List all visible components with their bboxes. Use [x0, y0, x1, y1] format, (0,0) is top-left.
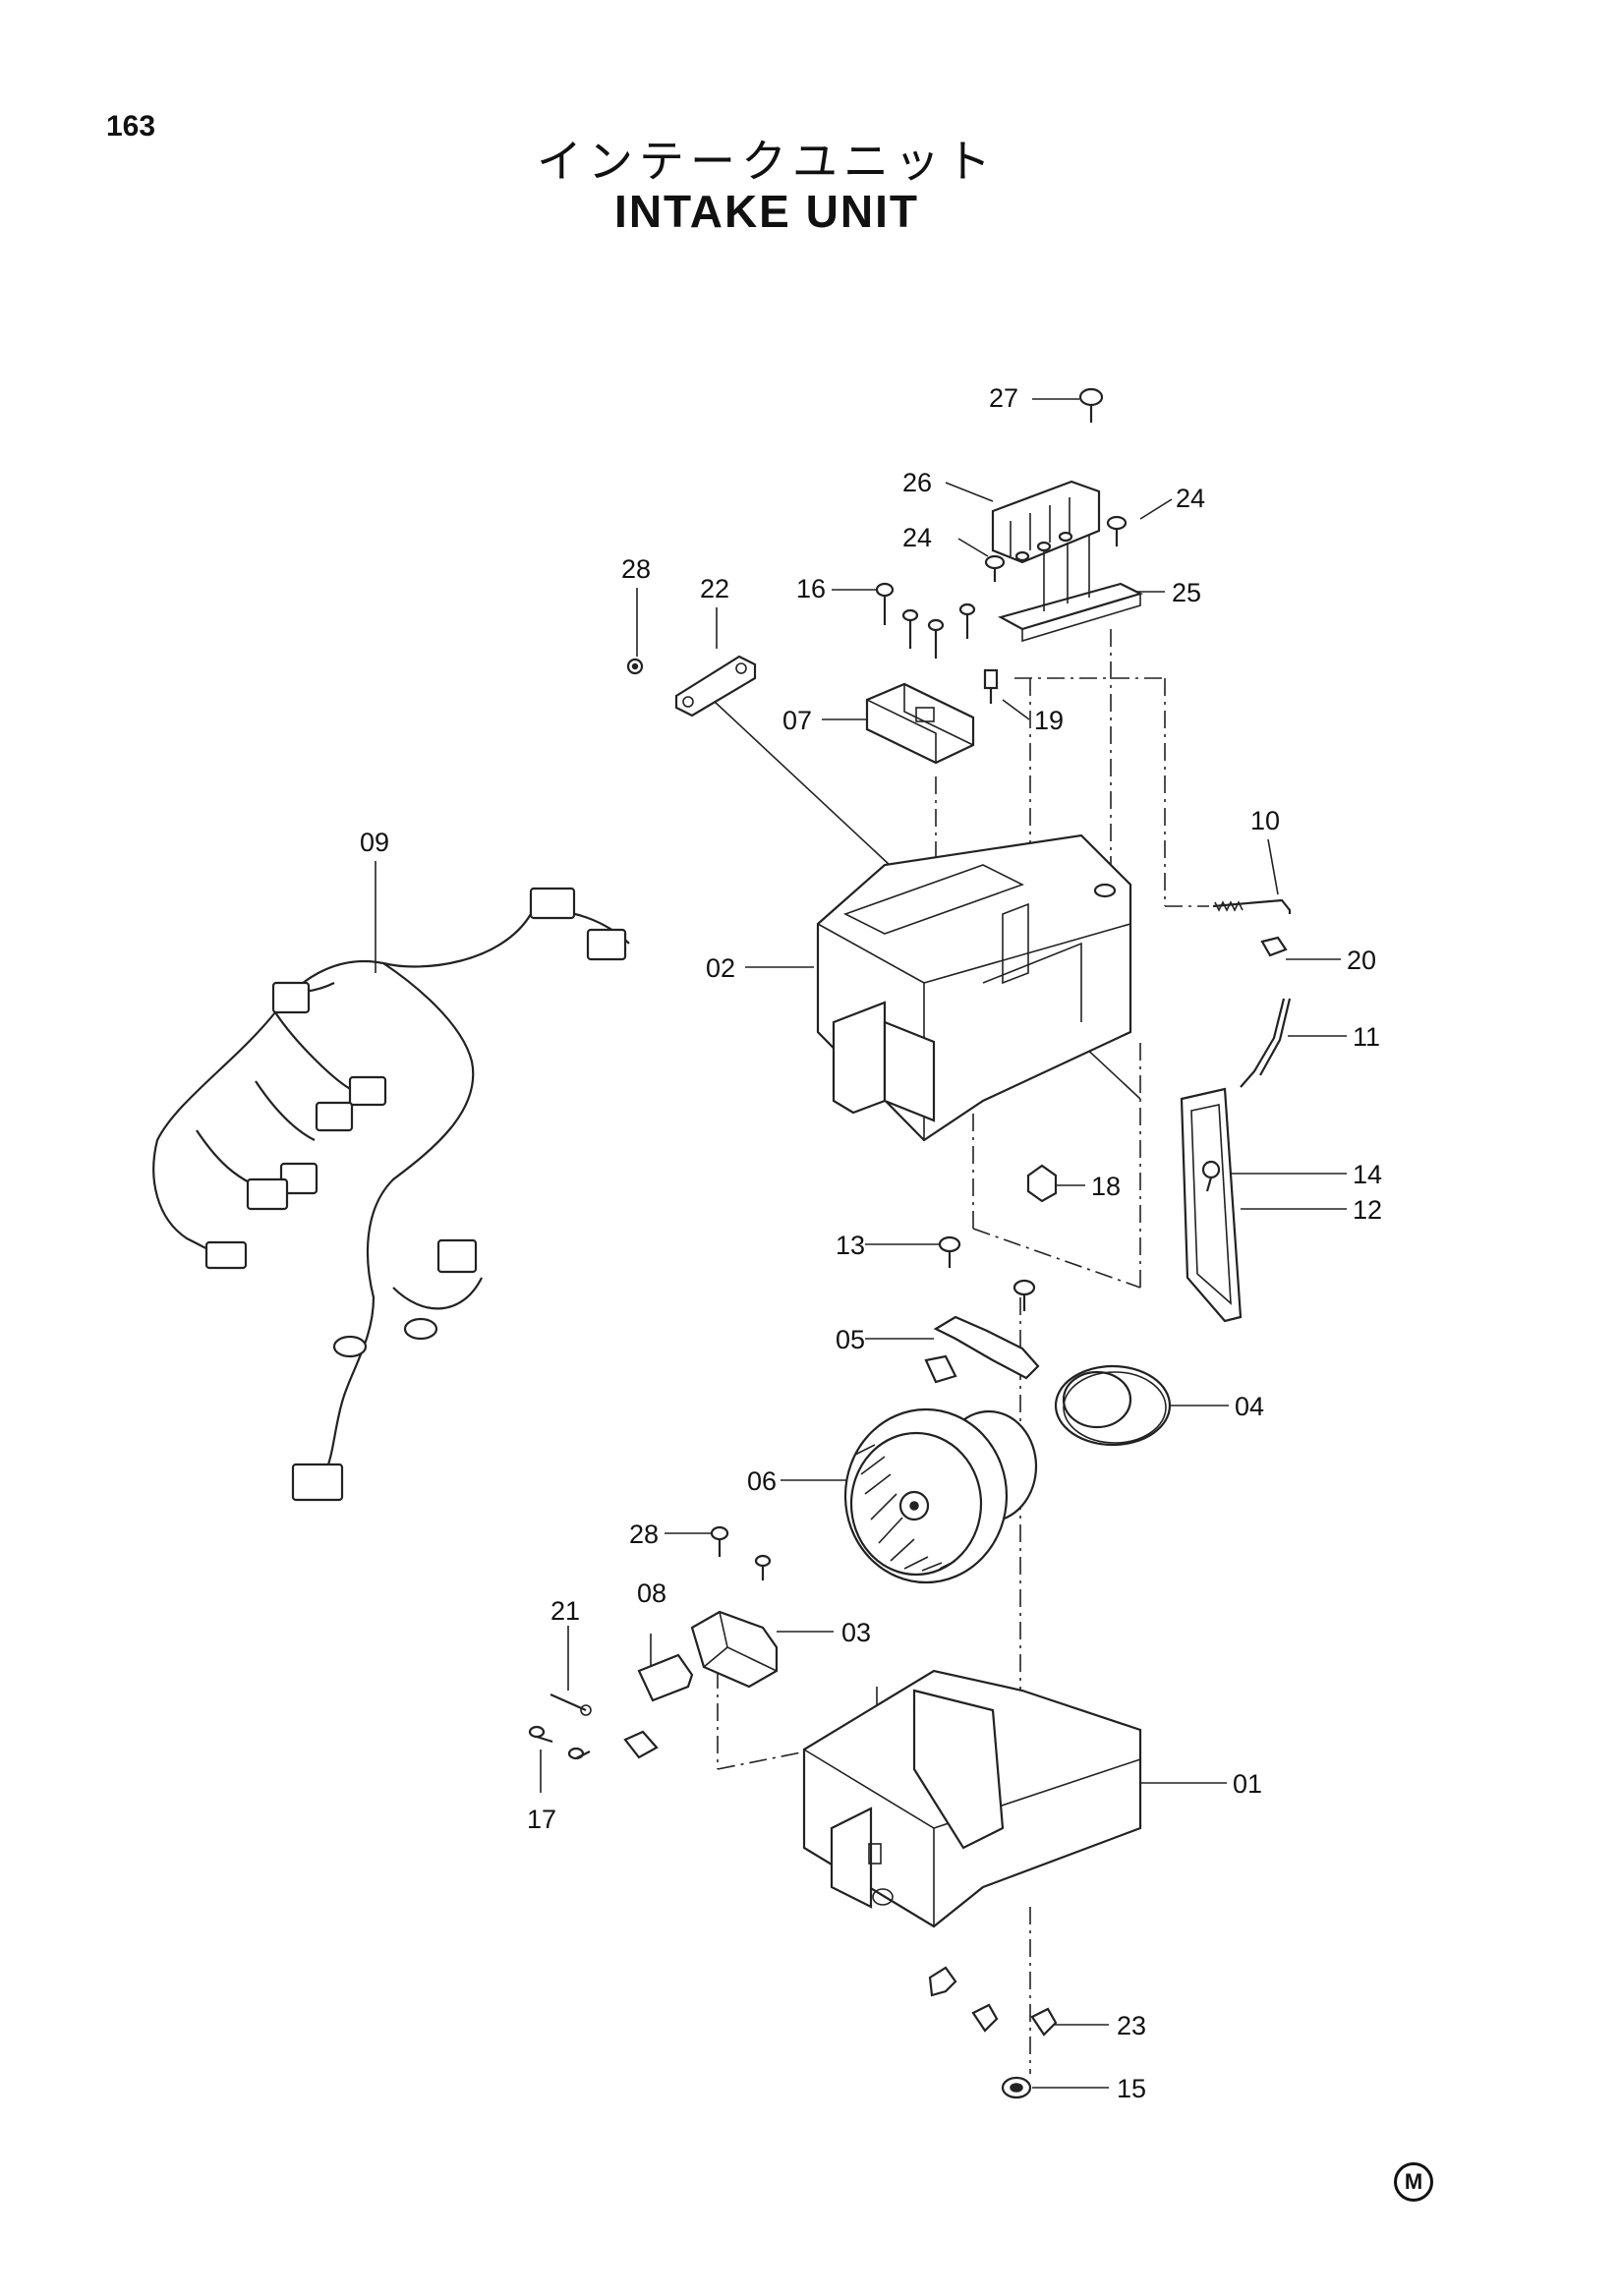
actuator-07 [865, 682, 975, 765]
clips-23 [928, 1966, 1058, 2037]
screws-17 [528, 1725, 591, 1760]
blower-wheel-06 [843, 1354, 1038, 1584]
title-english: INTAKE UNIT [614, 186, 919, 237]
callout-16: 16 [796, 574, 826, 603]
bracket-25 [998, 535, 1143, 643]
callout-14: 14 [1353, 1160, 1382, 1189]
callout-17: 17 [527, 1805, 556, 1834]
callout-13: 13 [836, 1231, 865, 1260]
resistor-03 [690, 1610, 779, 1689]
clip-19 [983, 668, 999, 704]
callout-19: 19 [1034, 706, 1064, 735]
rod-10 [1212, 898, 1292, 914]
screw-28-top [626, 658, 644, 675]
callout-07: 07 [782, 706, 812, 735]
callout-25: 25 [1172, 578, 1201, 607]
callout-22: 22 [700, 574, 729, 603]
plate-22 [674, 655, 757, 718]
callout-20: 20 [1347, 946, 1376, 975]
callout-15: 15 [1117, 2074, 1146, 2103]
callout-08: 08 [637, 1578, 666, 1608]
callout-09: 09 [360, 828, 389, 857]
callout-28-top: 28 [621, 554, 651, 584]
callout-labels: 27 26 24 24 25 28 22 16 07 19 09 10 02 2… [360, 383, 1382, 2103]
clip-20 [1260, 936, 1288, 957]
screw-14 [1201, 1160, 1221, 1192]
callout-28-lower: 28 [629, 1520, 659, 1549]
pin-21 [550, 1693, 592, 1716]
callout-23: 23 [1117, 2011, 1146, 2040]
manufacturer-mark: M [1394, 2162, 1433, 2202]
callout-27: 27 [989, 383, 1018, 413]
screw-13 [938, 1235, 961, 1268]
clip-18 [1026, 1164, 1058, 1203]
callout-05: 05 [836, 1325, 865, 1354]
screw-05-side [1012, 1279, 1036, 1311]
callout-01: 01 [1233, 1769, 1262, 1799]
callout-12: 12 [1353, 1195, 1382, 1225]
callout-06: 06 [747, 1466, 777, 1496]
title-japanese: インテークユニット [537, 135, 997, 188]
upper-case-02 [816, 833, 1132, 1142]
screw-24-left [984, 554, 1006, 582]
lower-case-01 [802, 1669, 1142, 1928]
screw-28-lower [710, 1525, 772, 1580]
plate-08 [623, 1653, 694, 1759]
callout-02: 02 [706, 953, 735, 983]
screw-27 [1078, 387, 1104, 423]
callout-26: 26 [902, 468, 932, 497]
wire-harness-09 [152, 887, 630, 1502]
screw-24-right [1106, 515, 1128, 546]
grommet-15 [1001, 2076, 1032, 2099]
connector-block-26 [991, 480, 1101, 564]
screws-16 [875, 582, 976, 659]
callout-04: 04 [1235, 1392, 1264, 1421]
callout-11: 11 [1353, 1022, 1380, 1052]
callout-10: 10 [1250, 806, 1280, 835]
page-number: 163 [106, 110, 156, 143]
callout-24-right: 24 [1176, 484, 1205, 513]
callout-21: 21 [550, 1596, 580, 1626]
ring-04 [1054, 1364, 1172, 1447]
lever-11 [1240, 998, 1292, 1088]
callout-24-left: 24 [902, 523, 932, 552]
bracket-05 [933, 1315, 1040, 1380]
callout-18: 18 [1091, 1172, 1121, 1201]
callout-03: 03 [841, 1618, 871, 1647]
filter-frame-12 [1180, 1087, 1243, 1323]
